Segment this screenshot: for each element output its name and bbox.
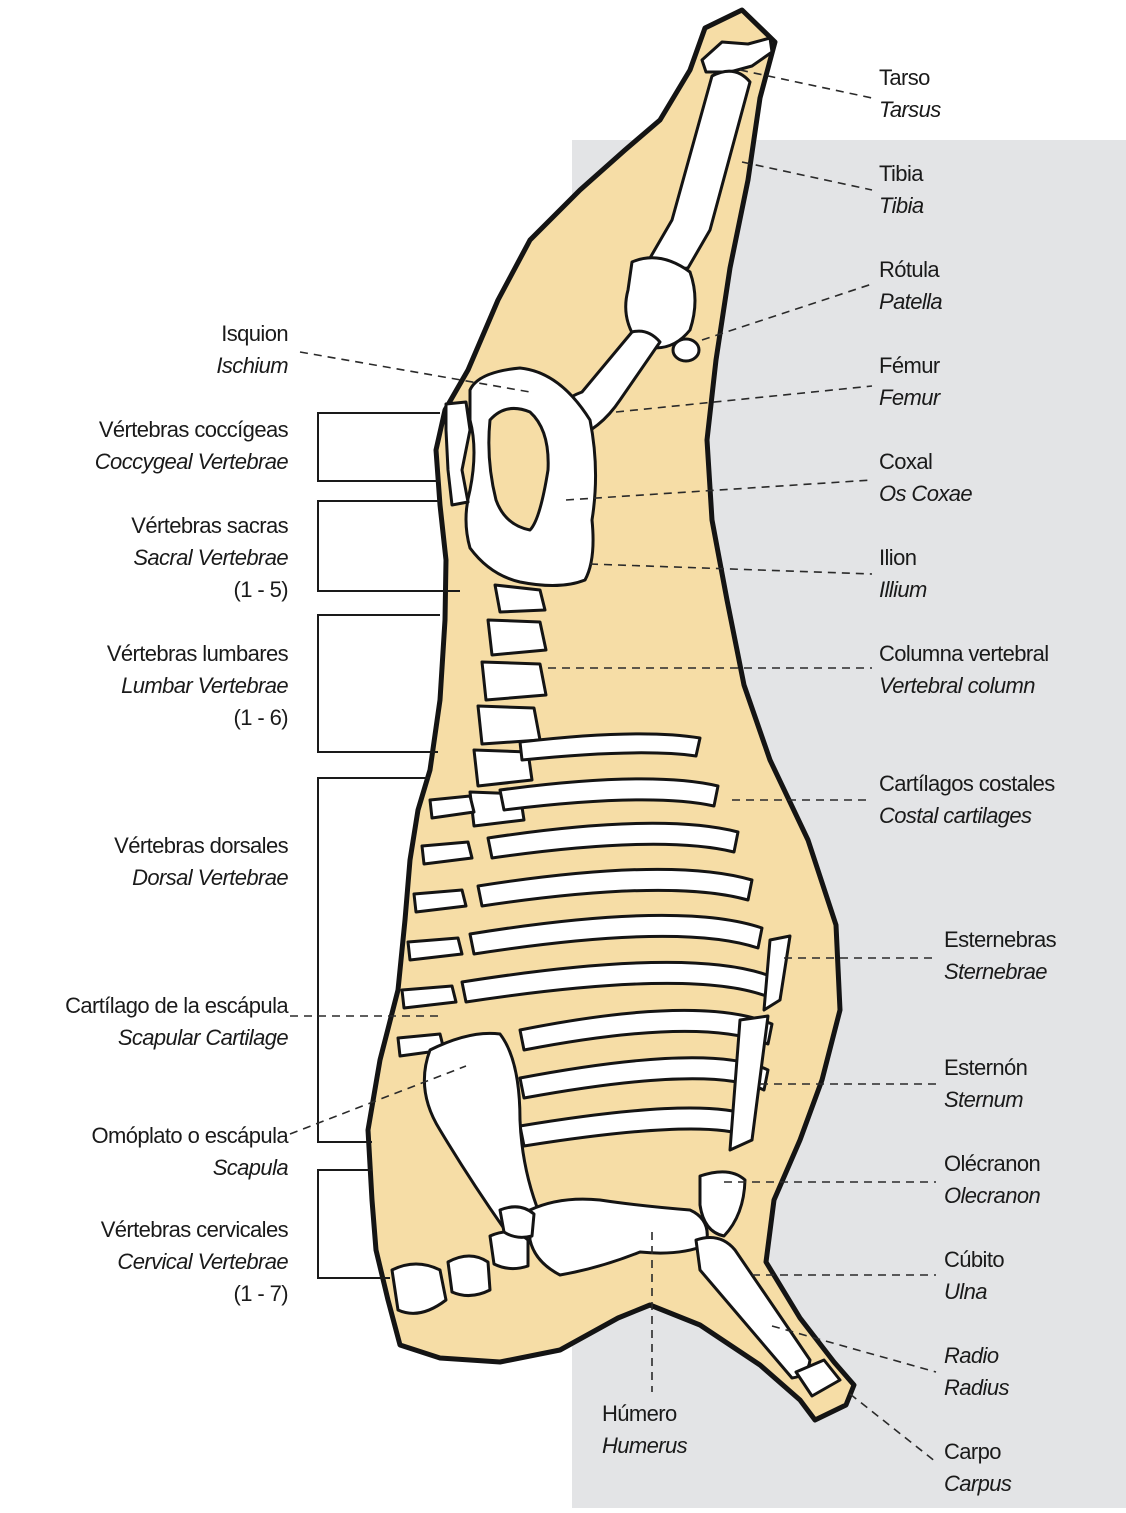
label-lumbar-la: Lumbar Vertebrae (107, 670, 288, 702)
label-sternum: Esternón Sternum (944, 1052, 1027, 1116)
label-olecranon-es: Olécranon (944, 1148, 1040, 1180)
label-cervical: Vértebras cervicales Cervical Vertebrae … (101, 1214, 288, 1310)
label-femur-la: Femur (879, 382, 940, 414)
label-patella-la: Patella (879, 286, 942, 318)
label-sternum-la: Sternum (944, 1084, 1027, 1116)
label-cervical-es: Vértebras cervicales (101, 1214, 288, 1246)
label-olecranon-la: Olecranon (944, 1180, 1040, 1212)
label-humerus-la: Humerus (602, 1430, 687, 1462)
label-patella-es: Rótula (879, 254, 942, 286)
label-carpus-es: Carpo (944, 1436, 1011, 1468)
label-dorsal-es: Vértebras dorsales (114, 830, 288, 862)
label-scapula: Omóplato o escápula Scapula (91, 1120, 288, 1184)
label-scapula-es: Omóplato o escápula (91, 1120, 288, 1152)
label-coxal: Coxal Os Coxae (879, 446, 972, 510)
label-ischium-la: Ischium (216, 350, 288, 382)
label-lumbar: Vértebras lumbares Lumbar Vertebrae (1 -… (107, 638, 288, 734)
label-coxal-es: Coxal (879, 446, 972, 478)
label-tibia: Tibia Tibia (879, 158, 924, 222)
label-ilium: Ilion Illium (879, 542, 927, 606)
label-tarsus: Tarso Tarsus (879, 62, 941, 126)
label-humerus-es: Húmero (602, 1398, 687, 1430)
label-scapular-cartilage-es: Cartílago de la escápula (65, 990, 288, 1022)
label-humerus: Húmero Humerus (602, 1398, 687, 1462)
label-scapular-cartilage: Cartílago de la escápula Scapular Cartil… (65, 990, 288, 1054)
label-femur: Fémur Femur (879, 350, 940, 414)
label-vertebral-column-la: Vertebral column (879, 670, 1049, 702)
label-sacral: Vértebras sacras Sacral Vertebrae (1 - 5… (131, 510, 288, 606)
label-radius: Radio Radius (944, 1340, 1009, 1404)
label-sternebrae-la: Sternebrae (944, 956, 1056, 988)
label-lumbar-es: Vértebras lumbares (107, 638, 288, 670)
label-vertebral-column: Columna vertebral Vertebral column (879, 638, 1049, 702)
label-tarsus-es: Tarso (879, 62, 941, 94)
label-costal-cartilages-la: Costal cartilages (879, 800, 1055, 832)
label-coccygeal: Vértebras coccígeas Coccygeal Vertebrae (95, 414, 288, 478)
label-femur-es: Fémur (879, 350, 940, 382)
label-coxal-la: Os Coxae (879, 478, 972, 510)
label-carpus: Carpo Carpus (944, 1436, 1011, 1500)
label-tarsus-la: Tarsus (879, 94, 941, 126)
label-ischium-es: Isquion (216, 318, 288, 350)
label-scapula-la: Scapula (91, 1152, 288, 1184)
label-cervical-range: (1 - 7) (101, 1278, 288, 1310)
label-ilium-es: Ilion (879, 542, 927, 574)
label-cervical-la: Cervical Vertebrae (101, 1246, 288, 1278)
label-radius-la: Radius (944, 1372, 1009, 1404)
label-ischium: Isquion Ischium (216, 318, 288, 382)
label-costal-cartilages: Cartílagos costales Costal cartilages (879, 768, 1055, 832)
label-carpus-la: Carpus (944, 1468, 1011, 1500)
label-ilium-la: Illium (879, 574, 927, 606)
label-dorsal: Vértebras dorsales Dorsal Vertebrae (114, 830, 288, 894)
label-sacral-es: Vértebras sacras (131, 510, 288, 542)
bracket-lumbar (318, 615, 440, 752)
bracket-coccygeal (318, 413, 440, 481)
label-costal-cartilages-es: Cartílagos costales (879, 768, 1055, 800)
label-sacral-range: (1 - 5) (131, 574, 288, 606)
label-sternum-es: Esternón (944, 1052, 1027, 1084)
label-sternebrae-es: Esternebras (944, 924, 1056, 956)
label-tibia-es: Tibia (879, 158, 924, 190)
label-coccygeal-es: Vértebras coccígeas (95, 414, 288, 446)
label-dorsal-la: Dorsal Vertebrae (114, 862, 288, 894)
label-olecranon: Olécranon Olecranon (944, 1148, 1040, 1212)
label-sacral-la: Sacral Vertebrae (131, 542, 288, 574)
label-ulna-la: Ulna (944, 1276, 1004, 1308)
label-lumbar-range: (1 - 6) (107, 702, 288, 734)
label-radius-es: Radio (944, 1340, 1009, 1372)
label-sternebrae: Esternebras Sternebrae (944, 924, 1056, 988)
label-ulna: Cúbito Ulna (944, 1244, 1004, 1308)
label-patella: Rótula Patella (879, 254, 942, 318)
label-tibia-la: Tibia (879, 190, 924, 222)
label-coccygeal-la: Coccygeal Vertebrae (95, 446, 288, 478)
coccygeal-vertebrae (446, 402, 470, 505)
label-vertebral-column-es: Columna vertebral (879, 638, 1049, 670)
label-ulna-es: Cúbito (944, 1244, 1004, 1276)
label-scapular-cartilage-la: Scapular Cartilage (65, 1022, 288, 1054)
